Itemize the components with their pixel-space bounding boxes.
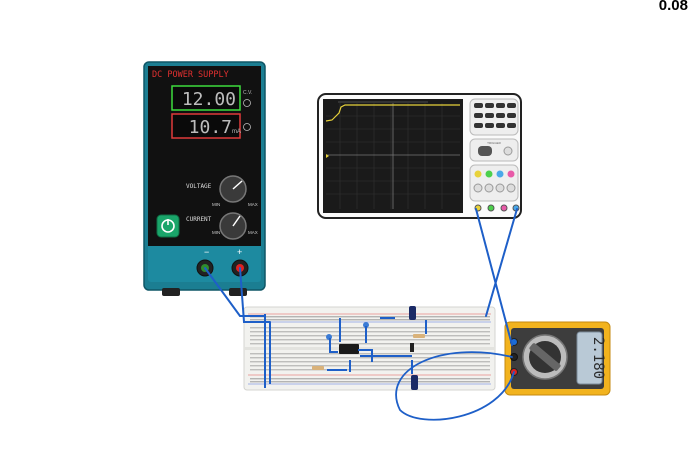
power-supply-foot-right — [229, 288, 247, 296]
voltage-display — [171, 85, 241, 111]
oscilloscope-trigger-marker — [326, 154, 329, 158]
diode[interactable] — [410, 343, 414, 352]
voltage-max-label: MAX — [248, 202, 258, 207]
oscilloscope-trigger-label: TRIGGER — [487, 141, 502, 145]
oscilloscope-trigger-knob[interactable] — [503, 146, 513, 156]
current-min-label: MIN — [212, 230, 220, 235]
dc-power-supply[interactable]: DC POWER SUPPLY 12.00 C.V. 10.7 mA VOLTA… — [143, 61, 266, 296]
ic-chip[interactable] — [339, 344, 359, 354]
power-supply-foot-left — [162, 288, 180, 296]
breadboard-jumper-wires[interactable] — [264, 314, 427, 388]
oscilloscope-trace — [325, 104, 460, 122]
oscilloscope-channel-panel[interactable] — [469, 164, 519, 202]
current-display-value: 10.7 — [189, 117, 232, 138]
wire-scope-probe-2[interactable] — [485, 208, 518, 317]
corner-value: 0.08 — [658, 0, 688, 14]
resistor-right[interactable] — [413, 334, 425, 338]
capacitor-bottom[interactable] — [411, 375, 418, 390]
oscilloscope-button-grid[interactable] — [469, 98, 519, 136]
current-indicator-icon — [243, 123, 251, 131]
voltage-unit-label: C.V. — [243, 90, 252, 96]
channel-4-button[interactable] — [507, 170, 515, 178]
wire-multimeter-loop[interactable] — [395, 351, 515, 421]
voltage-min-label: MIN — [212, 202, 220, 207]
breadboard-holes — [250, 316, 490, 383]
power-button[interactable] — [156, 214, 180, 238]
wire-psu-positive[interactable] — [239, 267, 271, 323]
breadboard-center-channel — [244, 347, 495, 350]
channel-3-button[interactable] — [496, 170, 504, 178]
multimeter[interactable]: 2.180 — [504, 321, 611, 396]
component-pin-top[interactable] — [363, 322, 369, 328]
capacitor-top[interactable] — [409, 306, 416, 320]
oscilloscope-grid — [326, 103, 460, 209]
multimeter-display — [576, 331, 603, 385]
oscilloscope-status-bar — [338, 101, 428, 103]
voltage-knob-label: VOLTAGE — [186, 183, 212, 190]
channel-1-button[interactable] — [474, 170, 482, 178]
positive-terminal-label: + — [237, 247, 242, 257]
breadboard[interactable] — [243, 306, 496, 391]
negative-terminal-label: − — [204, 247, 209, 257]
probe-input-3[interactable] — [500, 204, 508, 212]
wire-psu-negative[interactable] — [204, 267, 266, 317]
power-supply-title: DC POWER SUPPLY — [152, 70, 229, 80]
voltage-display-value: 12.00 — [182, 89, 236, 110]
oscilloscope[interactable]: TRIGGER — [317, 93, 522, 219]
current-max-label: MAX — [248, 230, 258, 235]
multimeter-display-value: 2.180 — [590, 337, 606, 379]
resistor-left[interactable] — [312, 366, 324, 370]
wire-scope-probe-1[interactable] — [475, 208, 513, 346]
probe-input-2[interactable] — [487, 204, 495, 212]
voltage-indicator-icon — [243, 99, 251, 107]
current-unit-label: mA — [232, 129, 241, 135]
connection-wires[interactable] — [204, 208, 518, 421]
oscilloscope-trigger-button[interactable] — [478, 146, 492, 156]
channel-2-button[interactable] — [485, 170, 493, 178]
current-display — [171, 113, 241, 139]
current-knob-label: CURRENT — [186, 216, 212, 223]
